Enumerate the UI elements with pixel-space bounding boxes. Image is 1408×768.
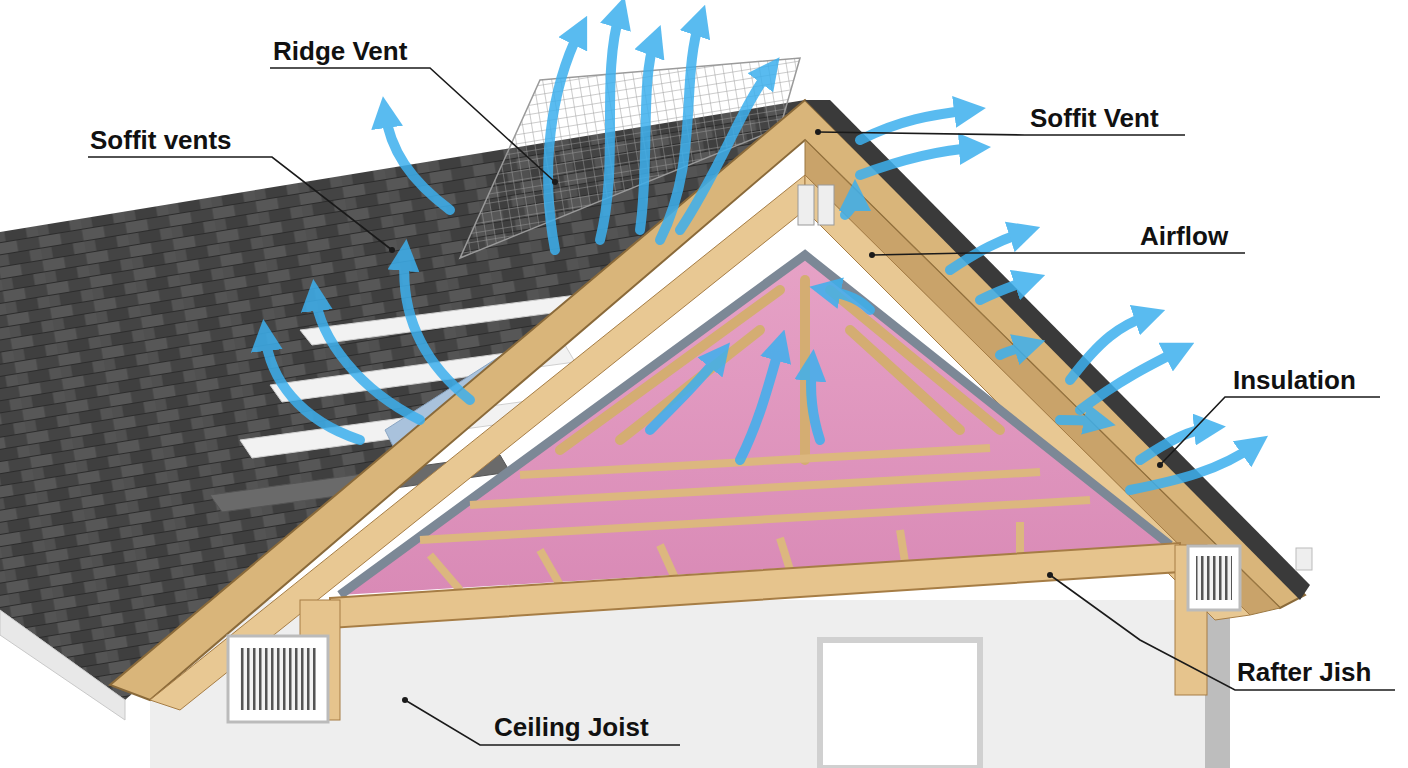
- window: [820, 640, 980, 768]
- ridge-hanger: [798, 185, 814, 225]
- interior-rafters: [560, 280, 1000, 460]
- insulation: [340, 255, 1170, 595]
- part-label: Soffit vents: [90, 125, 232, 155]
- brick-corner: [1205, 600, 1230, 768]
- part-label: Ceiling Joist: [494, 712, 649, 742]
- part-label: Soffit Vent: [1030, 103, 1159, 133]
- ridge-hanger: [818, 185, 834, 225]
- gable-vent: [1188, 546, 1240, 610]
- vapor-barrier: [340, 255, 1170, 595]
- part-label: Insulation: [1233, 365, 1356, 395]
- part-label: Ridge Vent: [273, 36, 407, 66]
- leader-dots: [389, 129, 1163, 703]
- airflow-arrows: [265, 12, 1255, 490]
- gutter: [0, 610, 125, 720]
- ceiling-joist-beam: [330, 543, 1180, 628]
- gable-vent: [228, 636, 328, 722]
- gable-vent-louver: [1196, 556, 1232, 600]
- gable-vent-louver: [240, 648, 316, 710]
- house-wall: [150, 600, 1230, 768]
- part-label: Airflow: [1140, 221, 1228, 251]
- gutter-end: [1296, 548, 1312, 570]
- part-label: Rafter Jish: [1237, 657, 1371, 687]
- leader-lines: [88, 68, 1395, 745]
